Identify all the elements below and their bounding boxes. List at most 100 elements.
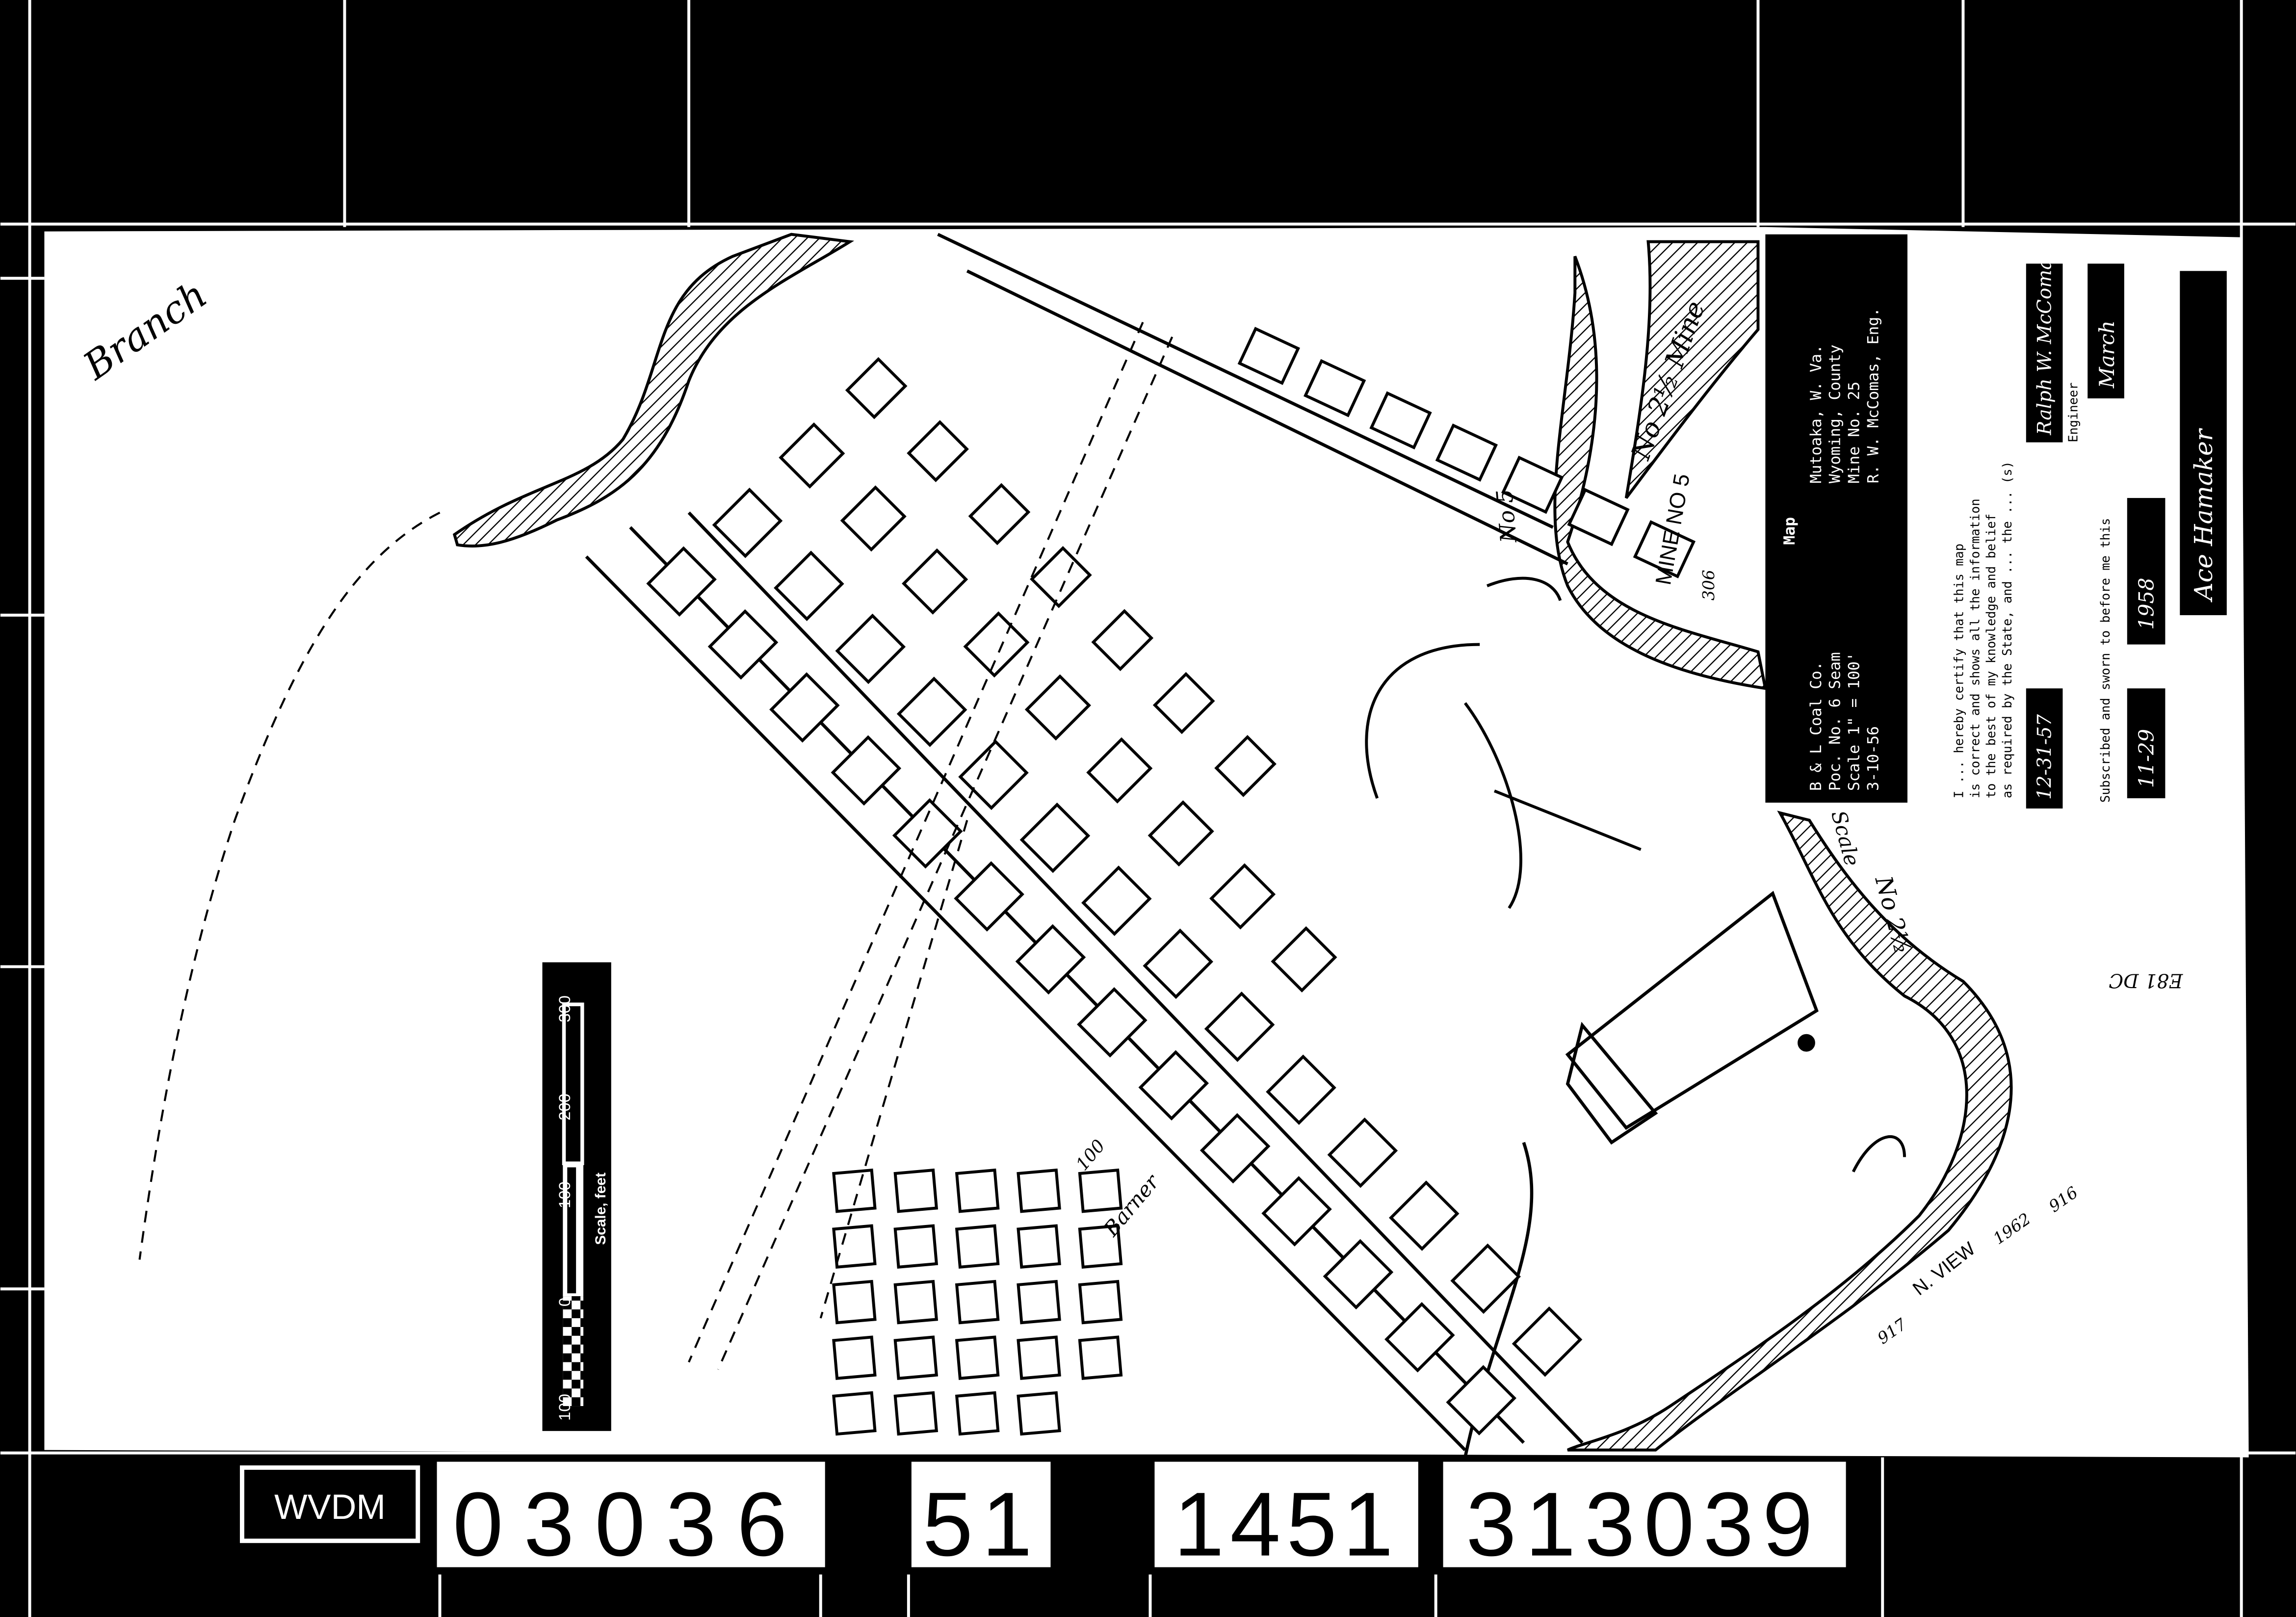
- scale-tick-100: 100: [555, 1181, 574, 1208]
- coal-pillar: [896, 677, 967, 747]
- coal-pillar: [1017, 1168, 1061, 1213]
- coal-pillar: [1204, 991, 1275, 1062]
- coal-pillar: [1369, 391, 1432, 450]
- coal-pillar: [968, 483, 1031, 546]
- coal-pillar: [1078, 1335, 1123, 1380]
- coal-pillar: [1450, 1243, 1521, 1314]
- coal-pillar: [769, 672, 840, 743]
- title-right-line-1: Mutoaka, W. Va.: [1807, 344, 1825, 483]
- coal-pillar: [893, 1224, 939, 1269]
- coal-pillar: [1078, 1224, 1123, 1269]
- coal-pillar: [963, 611, 1030, 678]
- title-left-line-1: B & L Coal Co.: [1807, 661, 1825, 791]
- cert-subscribed: Subscribed and sworn to before me this: [2098, 518, 2113, 803]
- coal-pillar: [832, 1224, 877, 1269]
- coal-pillar: [1077, 987, 1148, 1058]
- title-left-line-4: 3-10-56: [1864, 726, 1882, 791]
- coal-pillar: [1261, 1176, 1332, 1247]
- coal-pillar: [892, 798, 963, 869]
- coal-pillar: [646, 546, 717, 617]
- coal-pillar: [907, 420, 969, 482]
- coal-pillar: [902, 548, 968, 615]
- coal-pillar: [1501, 455, 1564, 514]
- freehand-sketch: [1365, 576, 1906, 1173]
- coal-pillar: [955, 1224, 1000, 1269]
- coal-pillar: [1078, 1168, 1123, 1213]
- coal-pillar: [1017, 1224, 1061, 1269]
- map-paper: [44, 227, 2249, 1458]
- title-heading: Map: [1781, 517, 1799, 545]
- property-lines: [138, 321, 1174, 1370]
- coal-pillar: [893, 1279, 939, 1325]
- elevation-306: 306: [1699, 570, 1718, 600]
- title-right-line-2: Wyoming, County: [1826, 344, 1844, 483]
- coal-pillar: [1138, 1050, 1209, 1121]
- coal-pillar: [1323, 1239, 1394, 1310]
- title-block: B & L Coal Co. Poc. No. 6 Seam Scale 1" …: [1765, 234, 1907, 803]
- date-signed: 12-31-57: [2034, 714, 2056, 800]
- coal-pillar: [835, 613, 906, 684]
- scale-tick-200: 200: [555, 1094, 574, 1121]
- lower-pillar-grid: [832, 1168, 1123, 1436]
- coal-pillar: [958, 739, 1029, 810]
- coal-pillar: [1091, 609, 1154, 671]
- cert-line-3: to the best of my knowledge and belief: [1983, 514, 1998, 798]
- coal-pillar: [1435, 423, 1498, 482]
- coal-pillar: [893, 1168, 939, 1213]
- cert-line-2: is correct and shows all the information: [1967, 498, 1982, 798]
- pillar-grid: [646, 327, 1696, 1435]
- id-field-1: 03036: [453, 1474, 808, 1575]
- coal-pillar: [1086, 737, 1153, 804]
- coal-pillar: [1017, 1279, 1061, 1325]
- scale-tick-100-left: 100: [555, 1394, 574, 1421]
- coal-pillar: [1446, 1365, 1516, 1435]
- coal-pillar: [1019, 802, 1091, 873]
- e81-label: E81 DC: [2109, 969, 2183, 991]
- agency-code: WVDM: [274, 1487, 386, 1527]
- cert-line-4: as required by the State, and ... the ..…: [2000, 461, 2014, 798]
- coal-pillar: [1017, 1335, 1061, 1380]
- coal-pillar: [845, 357, 908, 419]
- scale-bar: 100 0 100 200 300 Scale, feet: [542, 962, 611, 1431]
- coal-pillar: [779, 422, 845, 489]
- coal-pillar: [1384, 1302, 1455, 1373]
- coal-pillar: [712, 488, 783, 558]
- coal-pillar: [1271, 926, 1337, 993]
- coal-pillar: [955, 1335, 1000, 1380]
- film-strip-id: WVDM 03036 51 1451 313039: [239, 1457, 1884, 1617]
- coal-pillar: [1327, 1117, 1398, 1188]
- coal-pillar: [1237, 327, 1300, 385]
- cert-line-1: I ... hereby certify that this map: [1951, 544, 1966, 798]
- coal-pillar: [1209, 863, 1276, 930]
- coal-pillar: [840, 485, 907, 552]
- coal-pillar: [954, 861, 1024, 932]
- coal-pillar: [832, 1168, 877, 1213]
- coal-pillar: [1303, 359, 1366, 417]
- coal-pillar: [893, 1391, 939, 1436]
- coal-pillar: [1567, 488, 1630, 547]
- coal-pillar: [1081, 865, 1152, 936]
- coal-pillar: [893, 1335, 939, 1380]
- coal-pillar: [832, 1335, 877, 1380]
- id-field-3: 1451: [1174, 1474, 1399, 1575]
- coal-pillar: [1030, 546, 1092, 608]
- scale-tick-0: 0: [555, 1298, 574, 1306]
- coal-pillar: [707, 609, 779, 680]
- coal-pillar: [1015, 924, 1086, 995]
- title-right-line-4: R. W. McComas, Eng.: [1864, 308, 1882, 483]
- coal-pillar: [1512, 1306, 1583, 1377]
- engineer-signature: Ralph W. McComas: [2034, 249, 2056, 436]
- cert-engineer: Engineer: [2065, 382, 2080, 442]
- coal-pillar: [1200, 1113, 1271, 1184]
- title-left-line-3: Scale 1" = 100': [1845, 652, 1863, 791]
- coal-pillar: [955, 1391, 1000, 1436]
- coal-pillar: [774, 550, 844, 621]
- coal-pillar: [955, 1168, 1000, 1213]
- coal-pillar: [1214, 735, 1277, 797]
- scale-label: Scale, feet: [593, 1173, 609, 1245]
- coal-pillar: [1152, 672, 1215, 734]
- coal-pillar: [832, 1391, 877, 1436]
- coal-pillar: [1388, 1180, 1460, 1251]
- year-signature: 1958: [2135, 577, 2159, 629]
